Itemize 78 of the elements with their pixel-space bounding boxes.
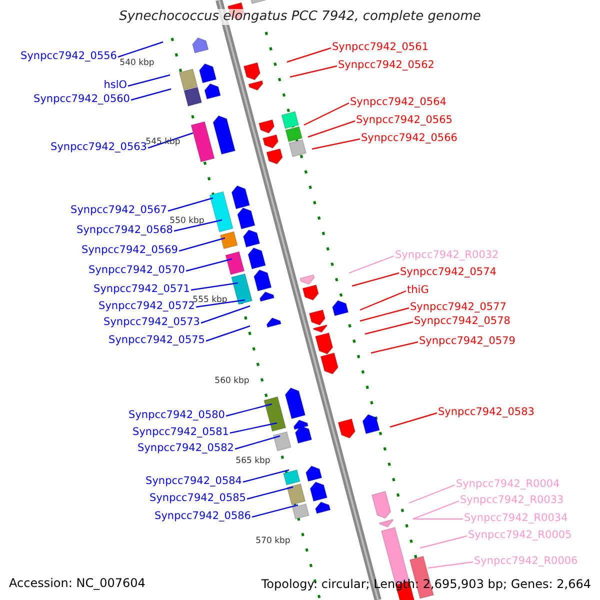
- leader-line: [308, 120, 356, 138]
- gene-label: Synpcc7942_0577: [410, 301, 506, 314]
- gene-label: Synpcc7942_0575: [108, 334, 205, 347]
- leader-line: [252, 504, 298, 518]
- gene-label: Synpcc7942_R0033: [460, 494, 564, 507]
- leader-line: [148, 132, 194, 149]
- leader-line: [234, 435, 280, 450]
- gene-label: Synpcc7942_0569: [82, 244, 178, 257]
- leader-line: [200, 305, 250, 324]
- gene-label: thiG: [407, 284, 429, 297]
- leader-line: [312, 138, 360, 150]
- leader-line: [190, 282, 238, 291]
- gene-label: Synpcc7942_0580: [128, 409, 225, 422]
- position-tick-label: 555 kbp: [192, 295, 228, 305]
- gene-label: Synpcc7942_0585: [150, 492, 246, 505]
- leader-line: [413, 518, 463, 520]
- gene-label: Synpcc7942_0586: [154, 510, 251, 523]
- leader-line: [348, 255, 394, 274]
- leader-line: [352, 272, 400, 287]
- leader-line: [230, 422, 278, 434]
- gene-label: Synpcc7942_0572: [98, 300, 195, 313]
- gene-label: Synpcc7942_0564: [350, 96, 446, 109]
- position-tick-label: 550 kbp: [170, 216, 204, 226]
- leader-line: [290, 65, 338, 78]
- gene-label: Synpcc7942_0567: [70, 204, 167, 217]
- leader-line: [118, 41, 164, 58]
- leader-line: [168, 197, 214, 212]
- leader-line: [246, 486, 294, 500]
- leader-line: [128, 74, 170, 87]
- leader-line: [364, 321, 414, 335]
- gene-label: Synpcc7942_0583: [438, 406, 534, 419]
- gene-label: Synpcc7942_0582: [138, 442, 234, 455]
- position-tick-label: 545 kbp: [146, 137, 180, 147]
- leader-line: [360, 290, 406, 311]
- leader-line: [286, 47, 332, 63]
- leader-line: [186, 258, 232, 272]
- leader-line: [370, 341, 418, 354]
- gene-label: Synpcc7942_R0034: [464, 512, 568, 525]
- gene-label: Synpcc7942_0562: [338, 59, 434, 72]
- position-tick-label: 570 kbp: [256, 536, 290, 546]
- gene-label: hslO: [104, 79, 127, 92]
- gene-label: Synpcc7942_0584: [146, 475, 242, 488]
- gene-label: Synpcc7942_0563: [50, 141, 147, 154]
- leader-line: [412, 500, 460, 520]
- leader-line: [130, 88, 172, 101]
- leader-line: [360, 307, 410, 322]
- leader-line: [428, 561, 474, 569]
- gene-label: Synpcc7942_0556: [20, 50, 117, 63]
- gene-label: Synpcc7942_0574: [400, 266, 496, 279]
- gene-label: Synpcc7942_R0004: [456, 478, 560, 491]
- gene-label: Synpcc7942_0578: [414, 315, 510, 328]
- leader-line: [390, 412, 438, 428]
- leader-line: [206, 325, 250, 342]
- gene-label: Synpcc7942_R0032: [395, 249, 499, 262]
- position-tick-label: 560 kbp: [214, 376, 250, 386]
- leader-line: [196, 299, 246, 308]
- gene-label: Synpcc7942_0571: [94, 283, 190, 296]
- position-tick-label: 540 kbp: [120, 58, 154, 68]
- leader-line: [420, 535, 468, 549]
- leader-line: [304, 102, 350, 126]
- gene-label: Synpcc7942_0579: [419, 335, 516, 348]
- leader-line: [226, 403, 272, 417]
- gene-label: Synpcc7942_0565: [356, 114, 452, 127]
- gene-label: Synpcc7942_0568: [76, 224, 173, 237]
- gene-label: Synpcc7942_0566: [361, 132, 458, 145]
- gene-label: Synpcc7942_0581: [132, 426, 229, 439]
- accession-text: Accession: NC_007604: [9, 576, 146, 591]
- gene-label: Synpcc7942_R0006: [474, 555, 578, 568]
- leader-line: [178, 237, 226, 252]
- gene-label: Synpcc7942_R0005: [468, 529, 572, 542]
- leader-line: [174, 219, 222, 232]
- leader-line: [408, 484, 456, 504]
- leader-line: [242, 469, 290, 483]
- position-tick-label: 565 kbp: [236, 456, 270, 466]
- gene-label: Synpcc7942_0573: [104, 316, 200, 329]
- gene-label: Synpcc7942_0560: [34, 93, 130, 106]
- gene-label: Synpcc7942_0570: [88, 264, 185, 277]
- gene-label: Synpcc7942_0561: [332, 41, 428, 54]
